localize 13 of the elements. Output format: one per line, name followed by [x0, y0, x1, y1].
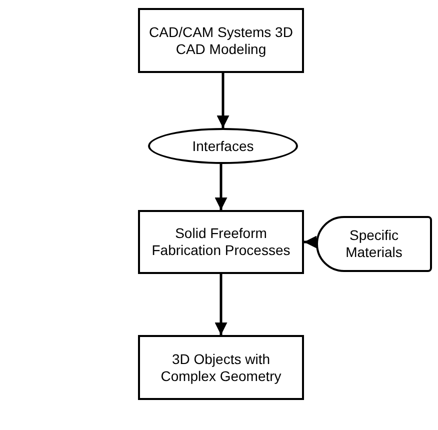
- node-label: 3D Objects with Complex Geometry: [160, 350, 282, 384]
- node-label: Interfaces: [192, 138, 254, 154]
- process-box: [138, 210, 304, 274]
- arrow: [214, 274, 228, 335]
- node-label: CAD/CAM Systems 3D CAD Modeling: [148, 24, 294, 58]
- process-box: [138, 8, 304, 73]
- input-box: [316, 216, 432, 272]
- node-label: Solid Freeform Fabrication Processes: [150, 225, 292, 259]
- arrow: [214, 164, 228, 210]
- arrow: [304, 236, 316, 248]
- node-label: Specific Materials: [344, 227, 404, 261]
- arrow: [216, 73, 230, 128]
- process-box: [138, 335, 304, 400]
